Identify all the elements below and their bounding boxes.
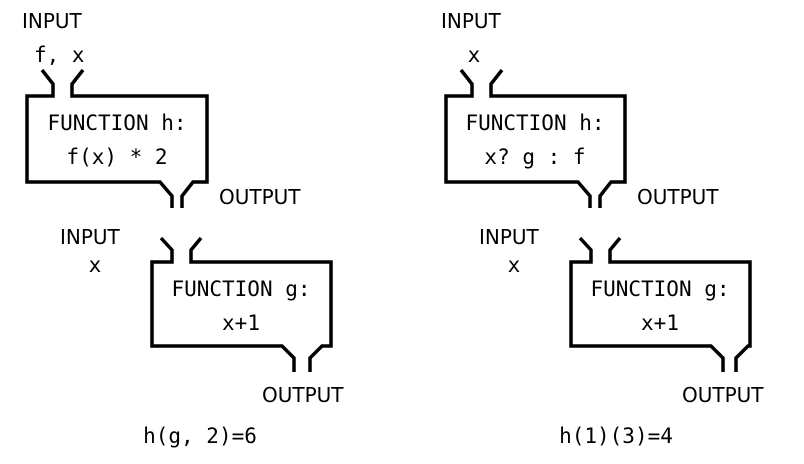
left-diagram: INPUT f, x FUNCTION h: f(x) * 2 OUTPUT I…	[22, 9, 344, 448]
left-top-input-label: INPUT	[22, 9, 83, 33]
left-function-g-body: x+1	[222, 311, 260, 335]
right-bottom-input-args: x	[508, 253, 521, 277]
left-function-h-box	[25, 68, 209, 208]
left-function-g-box	[150, 236, 333, 372]
left-function-g-title: FUNCTION g:	[171, 277, 310, 301]
left-function-h-title: FUNCTION h:	[47, 111, 186, 135]
right-bottom-output-label: OUTPUT	[682, 383, 764, 407]
left-top-output-label: OUTPUT	[219, 185, 301, 209]
left-bottom-input-args: x	[89, 253, 102, 277]
right-function-g-title: FUNCTION g:	[590, 277, 729, 301]
right-top-input-args: x	[468, 43, 481, 67]
left-bottom-output-label: OUTPUT	[262, 383, 344, 407]
right-top-output-label: OUTPUT	[637, 185, 719, 209]
right-function-h-body: x? g : f	[484, 145, 585, 169]
right-caption: h(1)(3)=4	[559, 424, 673, 448]
left-caption: h(g, 2)=6	[143, 424, 257, 448]
right-function-h-title: FUNCTION h:	[465, 111, 604, 135]
left-bottom-input-label: INPUT	[60, 225, 121, 249]
right-bottom-input-label: INPUT	[479, 225, 540, 249]
left-top-input-args: f, x	[34, 43, 85, 67]
right-function-g-body: x+1	[641, 311, 679, 335]
right-diagram: INPUT x FUNCTION h: x? g : f OUTPUT INPU…	[441, 9, 764, 448]
right-function-g-box	[569, 236, 752, 372]
right-function-h-box	[444, 68, 627, 208]
left-function-h-body: f(x) * 2	[66, 145, 167, 169]
right-top-input-label: INPUT	[441, 9, 502, 33]
